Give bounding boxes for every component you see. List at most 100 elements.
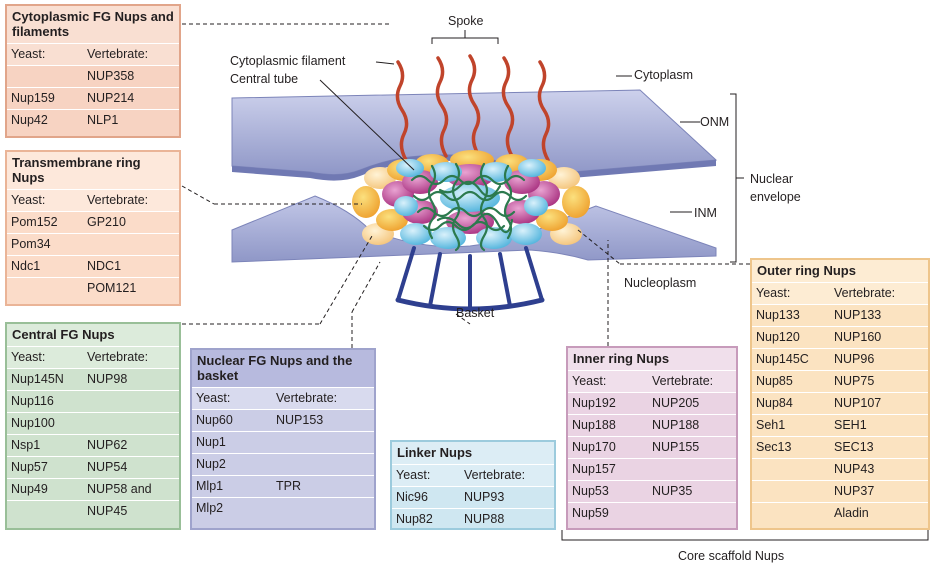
- table-row: Pom34: [7, 233, 179, 255]
- label-inm: INM: [694, 206, 717, 220]
- column-headers: Yeast: Vertebrate:: [392, 464, 554, 486]
- box-title: Outer ring Nups: [752, 260, 928, 282]
- column-headers: Yeast: Vertebrate:: [7, 189, 179, 211]
- table-row: POM121: [7, 277, 179, 299]
- cell-vertebrate: TPR: [276, 479, 301, 493]
- col-yeast: Yeast:: [756, 286, 791, 300]
- label-nuclear-envelope-line2: envelope: [750, 190, 801, 204]
- cell-yeast: [752, 459, 834, 480]
- cell-vertebrate: NUP35: [652, 484, 693, 498]
- label-basket: Basket: [456, 306, 495, 320]
- table-row: NUP43: [752, 458, 928, 480]
- cell-vertebrate: SEC13: [834, 440, 874, 454]
- table-row: Nup157: [568, 458, 736, 480]
- cell-vertebrate: NUP133: [834, 308, 882, 322]
- cell-yeast: Nup49: [11, 482, 48, 496]
- cell-yeast: Nsp1: [11, 438, 41, 452]
- box-title: Inner ring Nups: [568, 348, 736, 370]
- table-row: Nsp1 NUP62: [7, 434, 179, 456]
- col-yeast: Yeast:: [11, 47, 46, 61]
- cell-vertebrate: NUP107: [834, 396, 882, 410]
- table-row: Sec13 SEC13: [752, 436, 928, 458]
- col-vertebrate: Vertebrate:: [87, 47, 149, 61]
- cell-yeast: Nup60: [196, 413, 233, 427]
- nuclear-basket: [395, 246, 545, 312]
- cell-yeast: Nup159: [11, 91, 55, 105]
- table-row: NUP358: [7, 65, 179, 87]
- cell-vertebrate: NDC1: [87, 259, 122, 273]
- cell-yeast: Nup145C: [756, 352, 809, 366]
- cell-yeast: Nup116: [11, 394, 54, 408]
- leader-lines: [319, 61, 700, 213]
- cell-vertebrate: NUP214: [87, 91, 135, 105]
- col-yeast: Yeast:: [11, 350, 46, 364]
- cell-vertebrate: SEH1: [834, 418, 867, 432]
- table-row: Nup85 NUP75: [752, 370, 928, 392]
- box-title: Nuclear FG Nups and the basket: [192, 350, 374, 387]
- table-row: Seh1 SEH1: [752, 414, 928, 436]
- label-cytoplasm: Cytoplasm: [634, 68, 694, 82]
- table-row: NUP45: [7, 500, 179, 522]
- cell-yeast: Sec13: [756, 440, 792, 454]
- box-title: Cytoplasmic FG Nups and filaments: [7, 6, 179, 43]
- cell-yeast: [752, 481, 834, 502]
- cell-vertebrate: NUP153: [276, 413, 324, 427]
- cell-vertebrate: Aladin: [834, 506, 869, 520]
- cell-yeast: Nup120: [756, 330, 800, 344]
- box-title: Central FG Nups: [7, 324, 179, 346]
- box-cytoplasmic-fg-nups: Cytoplasmic FG Nups and filaments Yeast:…: [5, 4, 181, 138]
- cell-yeast: Pom152: [11, 215, 58, 229]
- table-row: Pom152 GP210: [7, 211, 179, 233]
- cell-yeast: Nup82: [396, 512, 433, 526]
- cell-vertebrate: NLP1: [87, 113, 119, 127]
- cell-yeast: [752, 503, 834, 524]
- cell-yeast: Nup1: [196, 435, 226, 449]
- label-nuclear-envelope-line1: Nuclear: [750, 172, 794, 186]
- box-transmembrane-ring-nups: Transmembrane ring Nups Yeast: Vertebrat…: [5, 150, 181, 306]
- col-vertebrate: Vertebrate:: [834, 286, 896, 300]
- col-vertebrate: Vertebrate:: [87, 193, 149, 207]
- cell-vertebrate: NUP188: [652, 418, 700, 432]
- cell-vertebrate: NUP45: [87, 504, 128, 518]
- col-vertebrate: Vertebrate:: [276, 391, 338, 405]
- col-yeast: Yeast:: [396, 468, 431, 482]
- col-yeast: Yeast:: [196, 391, 231, 405]
- label-central-tube: Central tube: [230, 72, 299, 86]
- box-central-fg-nups: Central FG Nups Yeast: Vertebrate: Nup14…: [5, 322, 181, 530]
- cell-yeast: Pom34: [11, 237, 51, 251]
- cell-vertebrate: NUP75: [834, 374, 875, 388]
- cell-vertebrate: NUP62: [87, 438, 128, 452]
- cell-vertebrate: GP210: [87, 215, 126, 229]
- cytoplasmic-filaments: [395, 54, 551, 162]
- cell-yeast: [7, 66, 87, 87]
- label-onm: ONM: [700, 115, 730, 129]
- table-row: Nup116: [7, 390, 179, 412]
- column-headers: Yeast: Vertebrate:: [7, 43, 179, 65]
- fg-repeat-mesh: [410, 162, 528, 252]
- table-row: Mlp2: [192, 497, 374, 519]
- cell-vertebrate: NUP54: [87, 460, 128, 474]
- column-headers: Yeast: Vertebrate:: [192, 387, 374, 409]
- cell-yeast: Seh1: [756, 418, 786, 432]
- nuclear-envelope-bracket: [730, 93, 744, 263]
- table-row: Nup57 NUP54: [7, 456, 179, 478]
- cell-yeast: Nup59: [572, 506, 609, 520]
- cell-yeast: Nup145N: [11, 372, 64, 386]
- label-cytoplasmic-filament: Cytoplasmic filament: [230, 54, 346, 68]
- cell-yeast: Nup85: [756, 374, 793, 388]
- box-title: Linker Nups: [392, 442, 554, 464]
- cell-yeast: Nup57: [11, 460, 48, 474]
